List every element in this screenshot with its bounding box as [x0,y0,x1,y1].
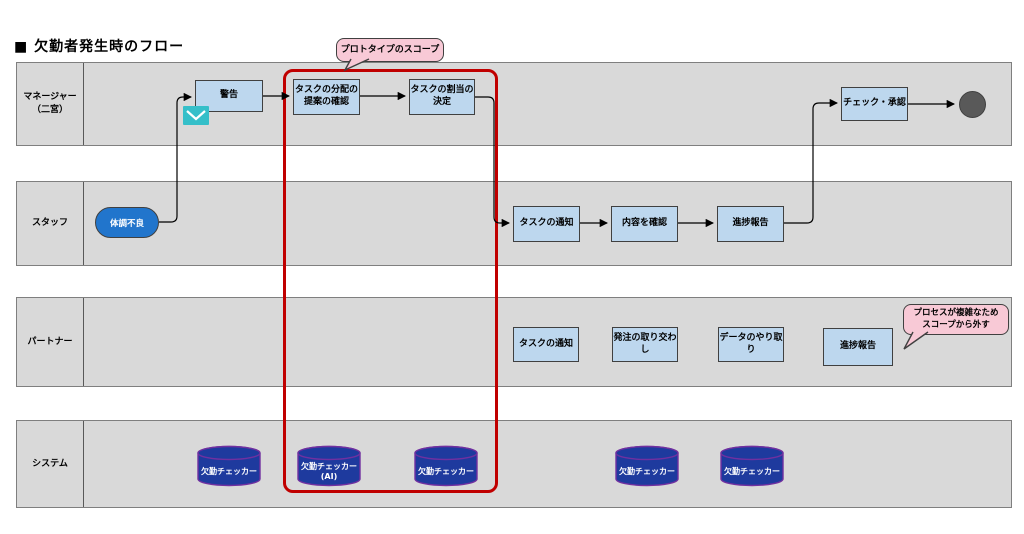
system-db-5: 欠勤チェッカー [719,445,785,487]
diagram-title: ■ 欠勤者発生時のフロー [14,39,185,55]
system-db-1: 欠勤チェッカー [196,445,262,487]
task-partner-progress: 進捗報告 [823,328,893,366]
prototype-scope-frame [283,69,498,493]
task-partner-notice: タスクの通知 [513,327,579,362]
callout-out-of-scope: プロセスが複雑なため スコープから外す [903,304,1009,335]
database-icon [720,445,784,487]
task-data-exchange: データのやり取り [718,327,784,362]
callout-prototype-scope: プロトタイプのスコープ [336,38,444,62]
system-db-2: 欠勤チェッカー (AI) [296,445,362,487]
task-staff-progress: 進捗報告 [717,206,784,242]
database-icon [197,445,261,487]
lane-staff-label: スタッフ [17,182,84,265]
database-icon [414,445,478,487]
start-node-sick: 体調不良 [95,207,159,238]
task-decide-assignment: タスクの割当の 決定 [409,79,475,115]
lane-system: システム [16,420,1012,508]
task-check-approve: チェック・承認 [841,87,908,121]
end-node [959,91,986,118]
lane-manager-label: マネージャー （二宮） [17,63,84,145]
mail-icon [183,106,209,125]
system-db-4: 欠勤チェッカー [614,445,680,487]
task-order-exchange: 発注の取り交わし [612,327,678,362]
database-icon [297,445,361,487]
lane-partner-label: パートナー [17,298,84,386]
system-db-3: 欠勤チェッカー [413,445,479,487]
task-staff-notice: タスクの通知 [513,206,580,242]
lane-system-label: システム [17,421,84,507]
task-confirm-content: 内容を確認 [611,206,678,242]
task-confirm-distribution: タスクの分配の 提案の確認 [293,79,360,115]
database-icon [615,445,679,487]
